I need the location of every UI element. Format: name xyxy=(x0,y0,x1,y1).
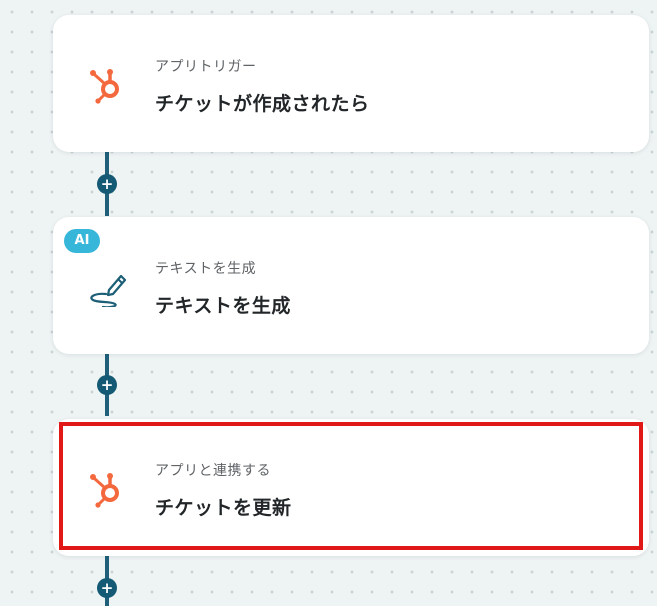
ai-badge: AI xyxy=(64,229,100,253)
step-card-trigger[interactable]: アプリトリガー チケットが作成されたら xyxy=(53,15,649,152)
step-card-generate-text[interactable]: テキストを生成 テキストを生成 xyxy=(53,217,649,354)
step-type-label: テキストを生成 xyxy=(155,261,257,277)
add-step-button[interactable]: + xyxy=(97,375,117,395)
step-type-label: アプリと連携する xyxy=(155,463,271,479)
add-step-button[interactable]: + xyxy=(97,578,117,598)
step-title: チケットを更新 xyxy=(155,497,292,519)
step-type-label: アプリトリガー xyxy=(155,59,257,75)
flow-connector xyxy=(105,548,109,606)
step-title: チケットが作成されたら xyxy=(155,93,370,115)
step-title: テキストを生成 xyxy=(155,295,291,317)
hubspot-icon xyxy=(85,61,129,105)
step-card-update-ticket[interactable]: アプリと連携する チケットを更新 xyxy=(53,419,649,556)
pen-write-icon xyxy=(85,263,129,309)
hubspot-icon xyxy=(85,465,129,509)
add-step-button[interactable]: + xyxy=(97,174,117,194)
